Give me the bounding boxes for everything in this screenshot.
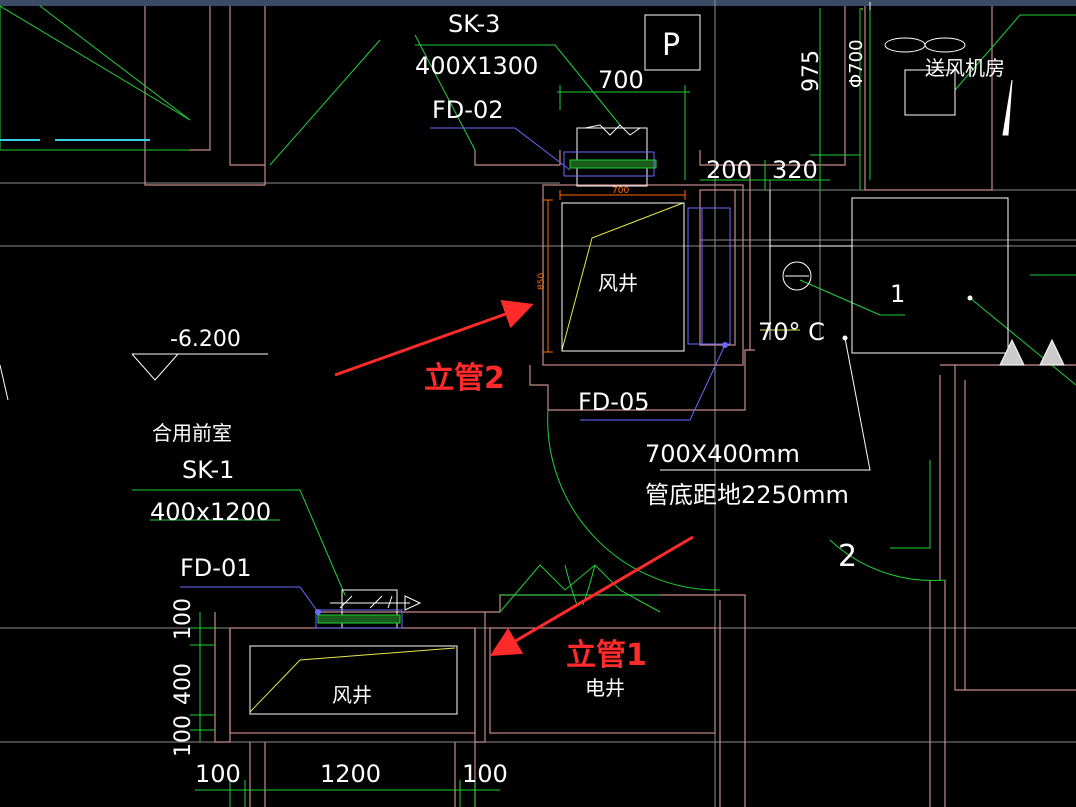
- elec-shaft-label: 电井: [585, 676, 625, 700]
- sk3-size: 400X1300: [415, 52, 538, 80]
- number-2: 2: [838, 539, 857, 574]
- dim-200: 200: [706, 156, 752, 184]
- blue-lines: [180, 127, 731, 615]
- riser2-arrow: [334, 299, 534, 377]
- annotation-arrows: [334, 299, 694, 657]
- sk1-name: SK-1: [182, 456, 234, 484]
- number-1: 1: [890, 280, 905, 308]
- elevation-value: -6.200: [170, 327, 241, 352]
- duct-size-label: 700X400mm: [645, 440, 800, 468]
- temp-70-label: 70° C: [758, 318, 825, 346]
- dim-100-b2: 100: [462, 760, 508, 788]
- window-top-edge: [0, 0, 1076, 6]
- dim-1200-b: 1200: [320, 760, 381, 788]
- dim-975: 975: [799, 50, 824, 92]
- shaft-top-label: 风井: [598, 271, 638, 295]
- wall-outlines: [144, 6, 1076, 807]
- riser1-arrow: [489, 535, 694, 657]
- p-symbol: P: [662, 28, 680, 63]
- dim-phi700: Φ700: [846, 39, 867, 88]
- white-equipment: [0, 2, 1065, 471]
- fan-room-label: 送风机房: [925, 56, 1005, 80]
- annotation-labels: 立管2 立管1: [424, 361, 647, 673]
- shaft-bottom-label: 风井: [332, 683, 372, 707]
- orange-dimensions: [543, 190, 686, 353]
- fd01-label: FD-01: [180, 554, 251, 582]
- fd05-label: FD-05: [578, 388, 649, 416]
- dim-100-v1: 100: [171, 598, 196, 640]
- dim-320: 320: [772, 156, 818, 184]
- dim-850-small: 850: [537, 273, 547, 290]
- dim-700-small: 700: [612, 186, 629, 196]
- green-lines: [0, 5, 1076, 807]
- dim-100-b1: 100: [195, 760, 241, 788]
- sk3-name: SK-3: [448, 10, 500, 38]
- duct-height-label: 管底距地2250mm: [645, 481, 849, 509]
- riser2-label: 立管2: [424, 361, 505, 396]
- elevation-symbol: [131, 353, 268, 381]
- riser1-label: 立管1: [566, 638, 647, 673]
- text-labels: SK-3 400X1300 FD-02 700 P 975 Φ700 送风机房 …: [150, 10, 1005, 788]
- yellow-elements: [249, 8, 863, 715]
- dim-700-top: 700: [598, 66, 644, 94]
- sk1-size: 400x1200: [150, 498, 271, 526]
- dim-400-v: 400: [171, 663, 196, 705]
- dim-100-v2: 100: [171, 715, 196, 757]
- room-front-label: 合用前室: [152, 421, 232, 445]
- fd02-label: FD-02: [432, 96, 503, 124]
